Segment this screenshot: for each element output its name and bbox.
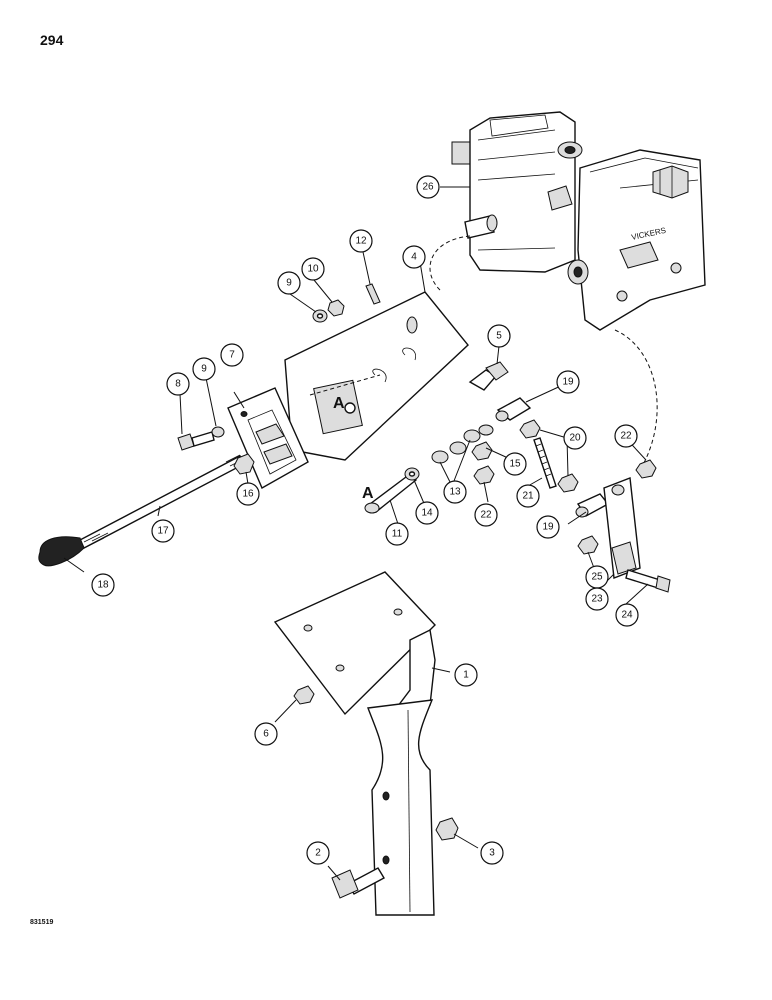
clevis-pin-11 [364,473,418,514]
nut-15 [471,441,493,461]
svg-text:18: 18 [97,580,109,591]
svg-text:22: 22 [620,431,632,442]
callout-9-top: 9 [277,271,301,295]
callout-8: 8 [166,372,190,396]
bolt-8 [177,431,215,451]
shift-knob [38,536,85,567]
bolt-2 [331,867,385,899]
callout-26: 26 [416,175,440,199]
svg-text:16: 16 [242,489,254,500]
callout-12: 12 [349,229,373,253]
bolt-5 [468,361,509,391]
svg-text:7: 7 [229,350,235,361]
svg-text:24: 24 [621,610,633,621]
svg-text:14: 14 [421,508,433,519]
svg-text:23: 23 [591,594,603,605]
callout-22-upper: 22 [614,424,638,448]
callout-6: 6 [254,722,278,746]
rod-end-19-lower [575,493,610,518]
callout-20: 20 [563,426,587,450]
nut-22-upper [635,459,657,479]
link-13 [431,424,494,464]
callout-18: 18 [91,573,115,597]
nut-16 [233,453,255,475]
svg-text:25: 25 [591,572,603,583]
ref-letter-a-upper: A [333,395,345,412]
callout-23: 23 [585,587,609,611]
nut-20-bottom [557,473,579,493]
callout-19-upper: 19 [556,370,580,394]
nut-10 [327,299,345,317]
svg-text:22: 22 [480,510,492,521]
svg-text:8: 8 [175,379,181,390]
callout-7: 7 [220,343,244,367]
washer-9-top [312,309,328,323]
svg-text:17: 17 [157,526,169,537]
rod-end-19-upper [495,397,532,422]
svg-text:5: 5 [496,331,502,342]
svg-text:6: 6 [263,729,269,740]
callout-25: 25 [585,565,609,589]
svg-text:9: 9 [201,364,207,375]
svg-text:15: 15 [509,459,521,470]
leader-lines [63,186,649,881]
reference-code: 831519 [30,919,54,926]
nut-22-lower [473,465,495,485]
ref-letter-a-lower: A [362,485,374,502]
nut-25 [577,535,599,555]
page-number: 294 [40,32,64,48]
svg-text:20: 20 [569,433,581,444]
svg-text:1: 1 [463,670,469,681]
callout-21: 21 [516,484,540,508]
nut-6 [293,685,315,705]
callout-10: 10 [301,257,325,281]
hydraulic-valve-assembly: VICKERS [451,111,706,331]
callout-22-lower: 22 [474,503,498,527]
svg-text:19: 19 [542,522,554,533]
svg-text:26: 26 [422,182,434,193]
washer-14 [404,467,420,481]
svg-text:3: 3 [489,848,495,859]
svg-text:4: 4 [411,252,417,263]
nut-20-top [519,419,541,439]
washer-9-left [211,426,225,438]
callout-24: 24 [615,603,639,627]
nut-3 [435,817,459,841]
valve-lever-23 [603,477,641,579]
callout-3: 3 [480,841,504,865]
callout-11: 11 [385,522,409,546]
callout-15: 15 [503,452,527,476]
callout-19-lower: 19 [536,515,560,539]
support-bracket [273,571,436,916]
threaded-rod-21 [533,437,557,489]
callout-17: 17 [151,519,175,543]
svg-text:13: 13 [449,487,461,498]
callout-1: 1 [454,663,478,687]
svg-text:10: 10 [307,264,319,275]
callout-9-left: 9 [192,357,216,381]
callout-14: 14 [415,501,439,525]
svg-text:12: 12 [355,236,367,247]
callout-16: 16 [236,482,260,506]
svg-text:21: 21 [522,491,534,502]
svg-text:9: 9 [286,278,292,289]
mounting-plate [284,291,469,461]
svg-text:2: 2 [315,848,321,859]
callout-2: 2 [306,841,330,865]
roll-pin-12 [365,283,381,305]
svg-text:11: 11 [392,529,403,540]
svg-text:19: 19 [562,377,574,388]
callout-13: 13 [443,480,467,504]
bolt-24 [625,569,671,593]
callout-4: 4 [402,245,426,269]
callout-5: 5 [487,324,511,348]
